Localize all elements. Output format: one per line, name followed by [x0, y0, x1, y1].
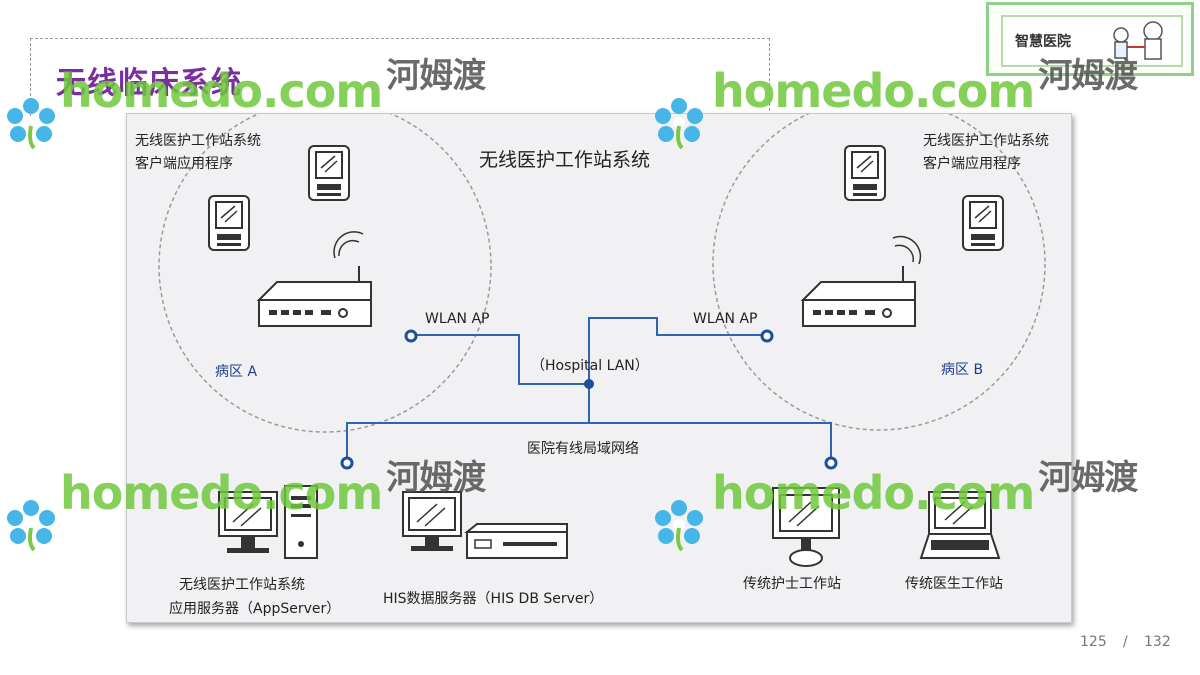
page-number-current: 125 — [1080, 634, 1107, 650]
ap-left-label: WLAN AP — [425, 311, 490, 327]
ap-right-label: WLAN AP — [693, 311, 758, 327]
watermark-chinese: 河姆渡 — [386, 458, 486, 498]
app-server-label-line2: 应用服务器（AppServer） — [169, 601, 341, 617]
watermark-flower-icon — [7, 500, 55, 552]
wlan-ap-right-icon — [800, 235, 922, 327]
pda-icon — [208, 195, 250, 251]
watermark-chinese: 河姆渡 — [1038, 458, 1138, 498]
client-label-right-line2: 客户端应用程序 — [923, 156, 1021, 172]
ap-left-node — [404, 329, 418, 343]
server-side-node — [340, 456, 354, 470]
watermark-latin: homedo.com — [712, 466, 1035, 520]
watermark-latin: homedo.com — [712, 64, 1035, 118]
watermark-flower-icon — [7, 98, 55, 150]
page-number-separator: / — [1123, 634, 1128, 650]
lan-hub-node — [584, 379, 594, 389]
client-label-right-line1: 无线医护工作站系统 — [923, 133, 1049, 149]
doctor-workstation-label: 传统医生工作站 — [905, 576, 1003, 592]
doctor-workstation-laptop-icon — [919, 491, 1001, 559]
client-label-left-line2: 客户端应用程序 — [135, 156, 233, 172]
db-server-icon — [402, 491, 568, 559]
pda-icon — [308, 145, 350, 201]
nurse-workstation-label: 传统护士工作站 — [743, 576, 841, 592]
app-server-icon — [218, 485, 318, 559]
watermark-flower-icon — [655, 98, 703, 150]
title-frame — [30, 38, 770, 116]
nurse-workstation-icon — [772, 487, 840, 567]
db-server-label: HIS数据服务器（HIS DB Server） — [383, 591, 604, 607]
ward-a-label: 病区 A — [215, 364, 258, 380]
app-server-label-line1: 无线医护工作站系统 — [179, 577, 305, 593]
page-title: 无线临床系统 — [56, 66, 242, 101]
watermark-flower-icon — [655, 500, 703, 552]
workstation-side-node — [824, 456, 838, 470]
network-diagram — [158, 114, 1046, 567]
ap-right-node — [760, 329, 774, 343]
diagram-title: 无线医护工作站系统 — [479, 149, 651, 171]
logo-frame — [1001, 15, 1183, 67]
watermark-chinese: 河姆渡 — [386, 56, 486, 96]
ward-b-label: 病区 B — [941, 362, 984, 378]
wired-network-label: 医院有线局域网络 — [527, 441, 639, 457]
logo-text: 智慧医院 — [1015, 34, 1071, 50]
watermark-latin: homedo.com — [60, 466, 383, 520]
watermark-chinese: 河姆渡 — [1038, 56, 1138, 96]
ward-b-zone — [712, 114, 1046, 431]
pda-icon — [844, 145, 886, 201]
client-label-left-line1: 无线医护工作站系统 — [135, 133, 261, 149]
pda-icon — [962, 195, 1004, 251]
doctor-cartoon-icon — [1113, 21, 1163, 60]
diagram-panel: 无线医护工作站系统 客户端应用程序 无线医护工作站系统 无线医护工作站系统 客户… — [126, 113, 1072, 623]
page-number-total: 132 — [1144, 634, 1171, 650]
watermark-latin: homedo.com — [60, 64, 383, 118]
network-links — [346, 317, 832, 461]
hospital-lan-label: （Hospital LAN） — [531, 358, 649, 374]
wlan-ap-left-icon — [256, 231, 372, 327]
hospital-logo: 智慧医院 — [986, 2, 1194, 76]
ward-a-zone — [158, 114, 492, 433]
